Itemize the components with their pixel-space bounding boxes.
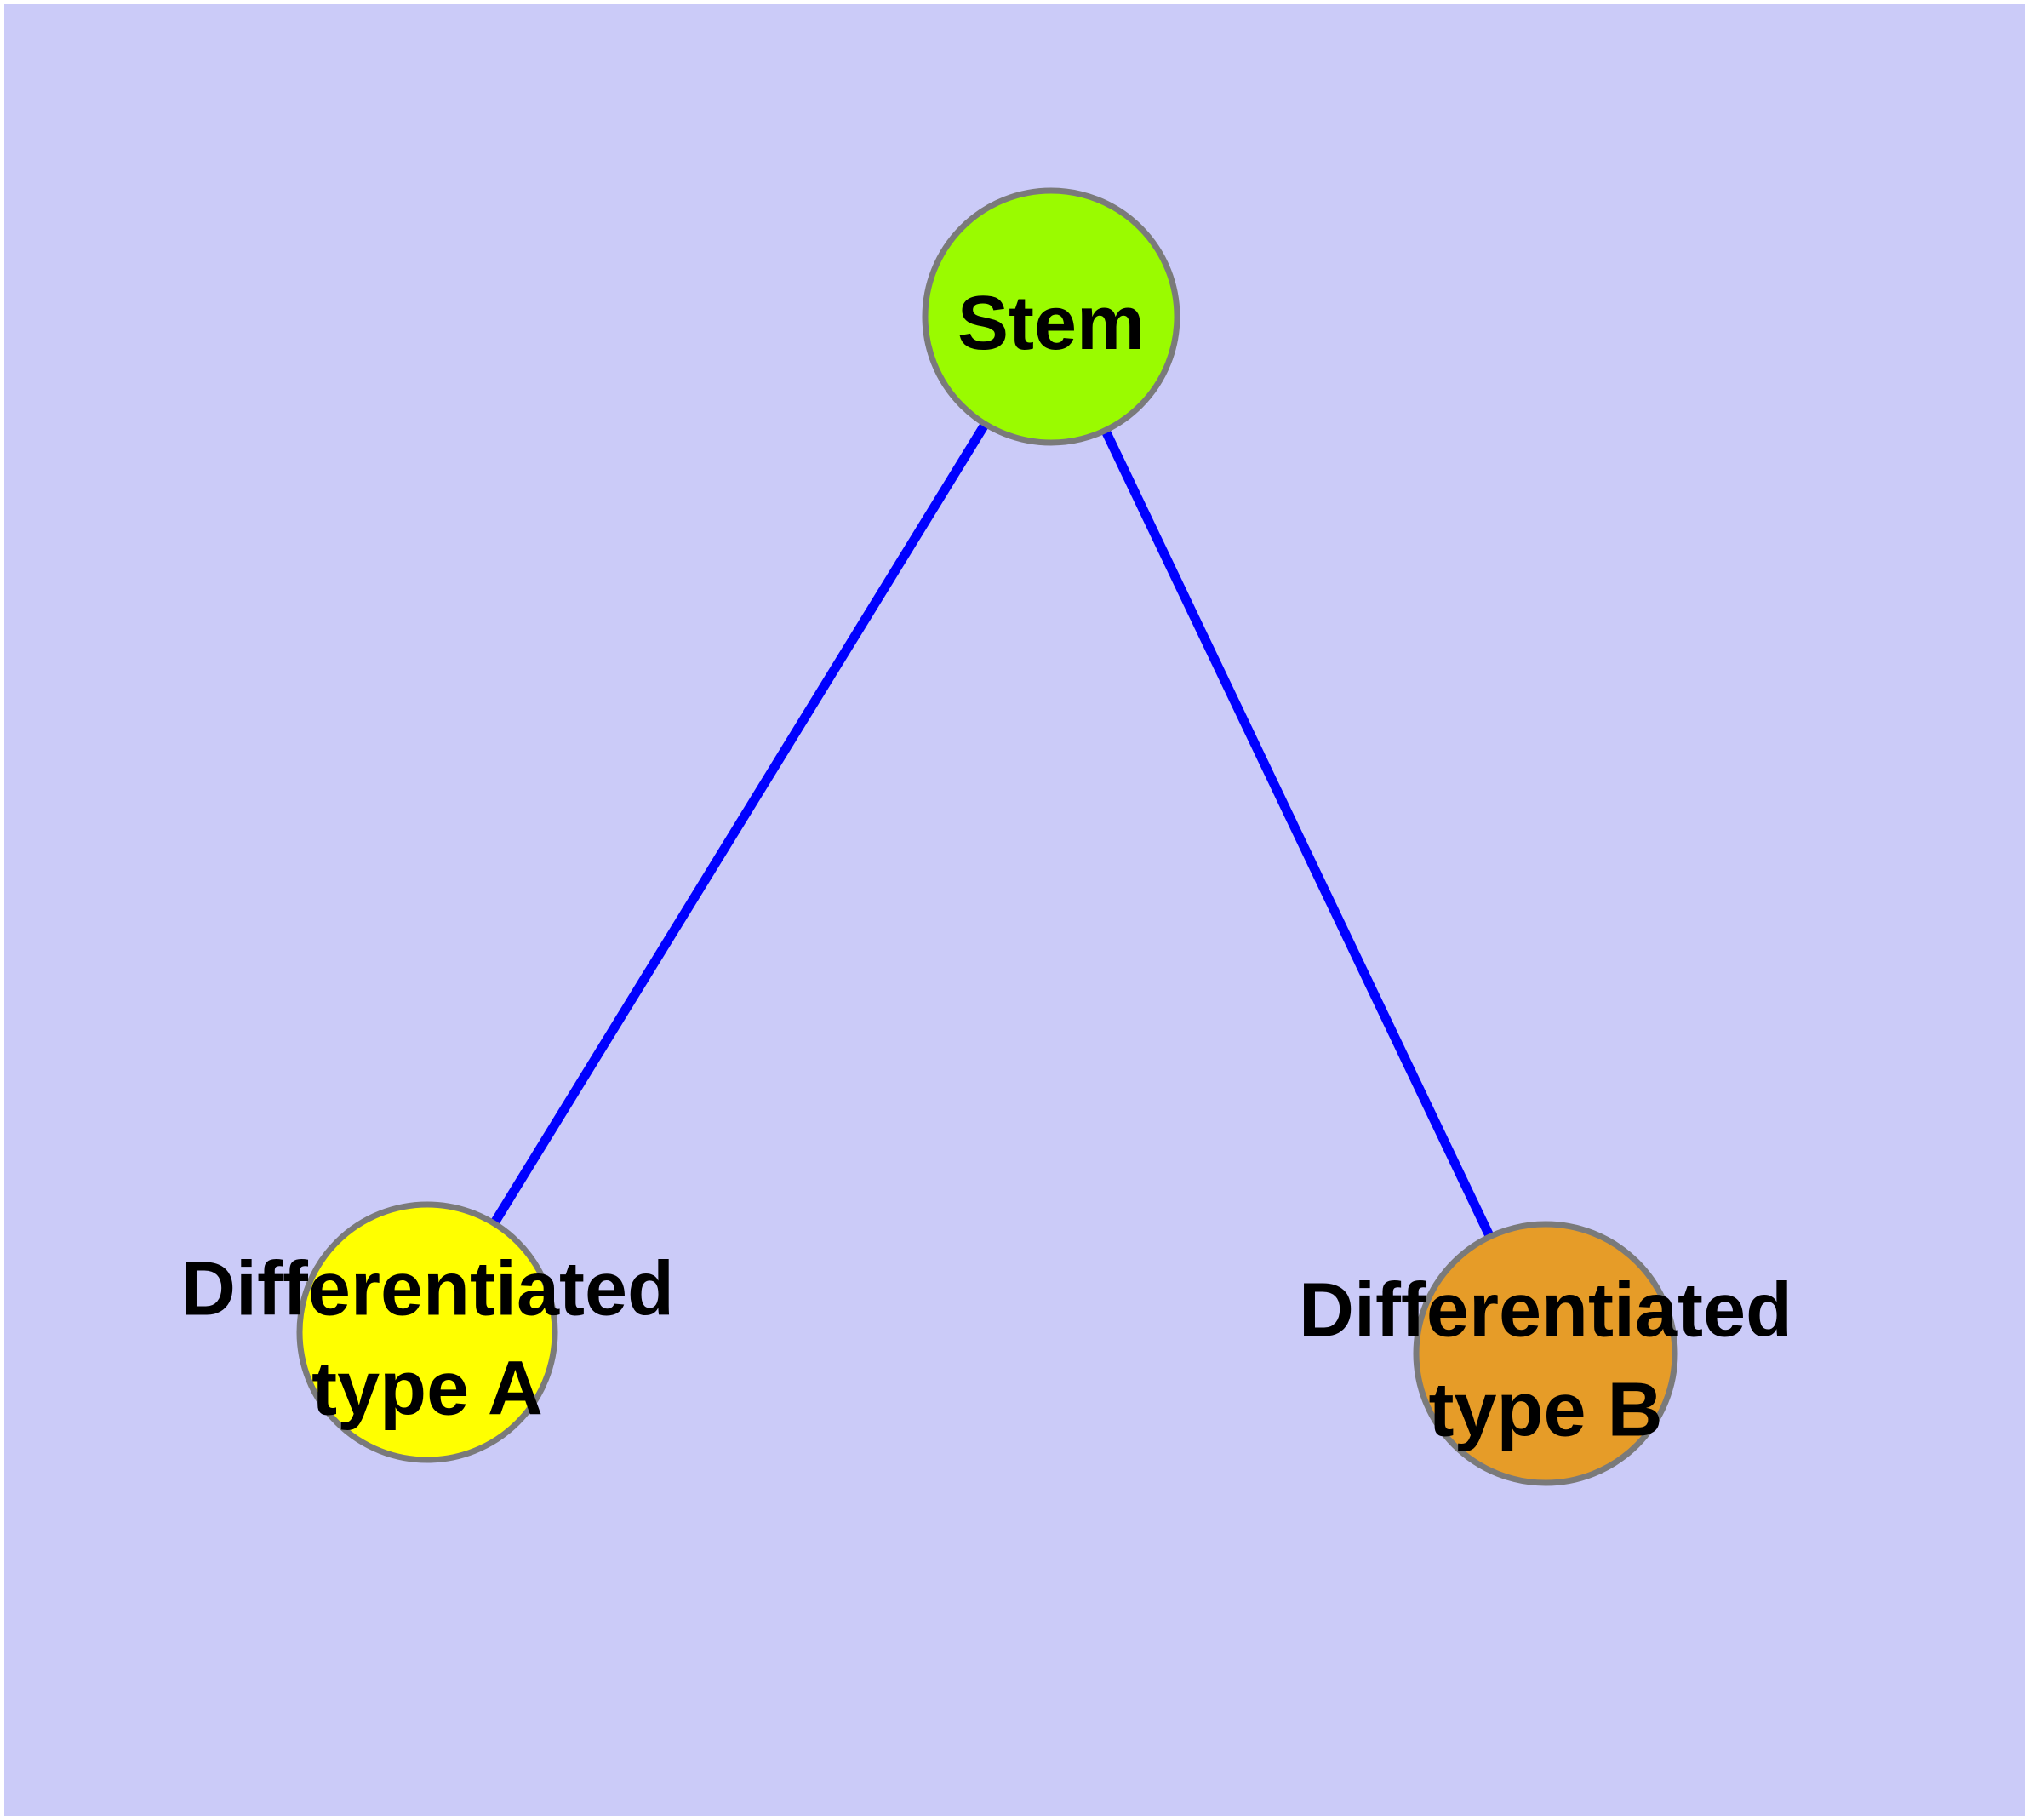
edge-stem-diff-a (423, 314, 1055, 1335)
nodes-layer (296, 187, 1678, 1486)
edge-stem-diff-b (1047, 314, 1550, 1356)
node-diff-a[interactable] (296, 1201, 558, 1463)
node-stem[interactable] (922, 187, 1180, 446)
node-diff-b[interactable] (1413, 1221, 1678, 1486)
edges-layer (423, 314, 1550, 1356)
